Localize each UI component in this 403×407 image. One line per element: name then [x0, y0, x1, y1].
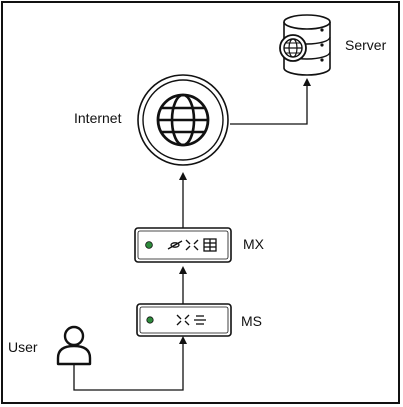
internet-label: Internet: [74, 110, 122, 126]
connector-user-ms: [73, 336, 187, 391]
ms-label: MS: [241, 313, 262, 329]
mx-label: MX: [243, 236, 264, 252]
globe-icon: [137, 74, 229, 166]
server-label: Server: [345, 37, 387, 53]
security-appliance-icon: [134, 227, 232, 263]
network-switch-icon: [136, 303, 232, 337]
database-server-icon: [279, 14, 331, 76]
connector-internet-server: [230, 78, 311, 125]
user-icon: [56, 325, 92, 366]
user-label: User: [8, 339, 38, 355]
